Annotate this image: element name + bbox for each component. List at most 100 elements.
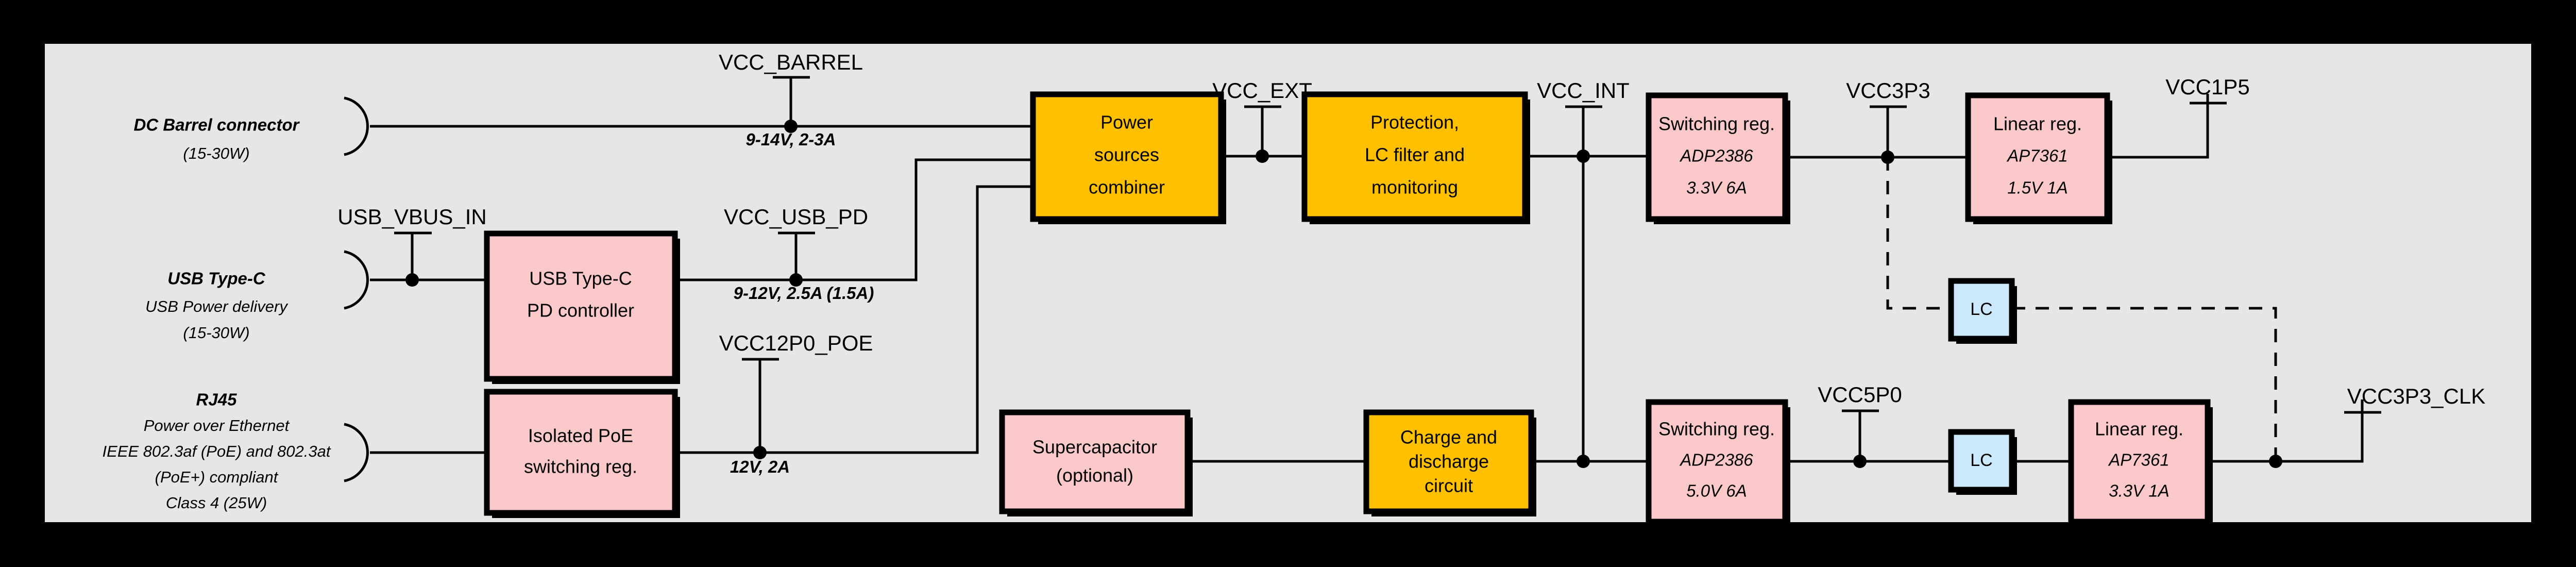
block-lc-filter-lower[interactable]: LC <box>1948 429 2017 495</box>
block-body <box>1363 409 1534 514</box>
block-body <box>1301 91 1528 222</box>
block-label-line-1: switching reg. <box>524 456 637 477</box>
junction-dot-vcc-usb-pd <box>789 273 803 287</box>
block-rating: 5.0V 6A <box>1686 481 1747 501</box>
source-subtitle-0: Power over Ethernet <box>144 416 290 435</box>
block-rating: 1.5V 1A <box>2007 178 2067 197</box>
junction-dot-vcc3p3 <box>1881 151 1894 164</box>
block-label-line-2: monitoring <box>1371 177 1458 198</box>
block-label-line-1: discharge <box>1409 451 1489 472</box>
connector-arc-rj45 <box>344 423 369 482</box>
block-body <box>2068 399 2211 525</box>
net-label-vcc-ext: VCC_EXT <box>1212 78 1312 103</box>
block-label-line-1: sources <box>1094 144 1159 165</box>
source-subtitle-1: IEEE 802.3af (PoE) and 802.3at <box>103 442 331 460</box>
source-subtitle-0: USB Power delivery <box>145 297 289 315</box>
block-label-line-0: Charge and <box>1400 427 1497 448</box>
net-label-vcc3p3: VCC3P3 <box>1846 78 1930 103</box>
block-body <box>1965 92 2110 222</box>
rating-vcc12p0-poe: 12V, 2A <box>730 457 790 476</box>
net-label-vcc-int: VCC_INT <box>1537 78 1630 103</box>
block-supercapacitor[interactable]: Supercapacitor (optional) <box>999 409 1193 516</box>
source-label-dc-barrel: DC Barrel connector (15-30W) <box>134 115 300 162</box>
wire-poe-to-combiner <box>675 185 1033 454</box>
block-part-number: ADP2386 <box>1679 451 1753 470</box>
rating-vcc-usb-pd: 9-12V, 2.5A (1.5A) <box>734 284 874 303</box>
block-label-line-0: Switching reg. <box>1658 113 1775 135</box>
block-switching-reg-5v0[interactable]: Switching reg. ADP2386 5.0V 6A <box>1646 399 1790 527</box>
net-label-usb-vbus-in: USB_VBUS_IN <box>337 205 486 229</box>
block-label-line-0: Switching reg. <box>1658 419 1775 440</box>
rating-vcc-barrel: 9-14V, 2-3A <box>746 130 836 149</box>
block-part-number: AP7361 <box>2108 451 2169 470</box>
block-label: LC <box>1970 451 1992 470</box>
block-body <box>1948 429 2015 493</box>
block-label-line-0: Linear reg. <box>1993 113 2082 135</box>
net-marker-bars <box>394 76 2381 414</box>
block-switching-reg-3v3[interactable]: Switching reg. ADP2386 3.3V 6A <box>1646 92 1790 224</box>
net-label-vcc3p3-clk: VCC3P3_CLK <box>2347 384 2485 408</box>
source-label-usb-type-c: USB Type-C USB Power delivery (15-30W) <box>145 269 289 342</box>
source-subtitle-2: (PoE+) compliant <box>155 468 279 486</box>
block-label: LC <box>1970 299 1992 319</box>
block-label-line-0: USB Type-C <box>529 268 632 289</box>
block-linear-reg-1v5[interactable]: Linear reg. AP7361 1.5V 1A <box>1965 92 2112 224</box>
junction-dot-vcc3p3-clk <box>2269 455 2282 468</box>
source-title: RJ45 <box>196 390 238 409</box>
junction-dot-vcc-int-top <box>1577 149 1590 163</box>
block-isolated-poe-reg[interactable]: Isolated PoE switching reg. <box>484 389 680 518</box>
dashed-vcc3p3-to-lcupper <box>1886 157 1951 310</box>
source-subtitle-3: Class 4 (25W) <box>166 494 267 512</box>
junction-dot-usb-vbus-in <box>405 273 419 287</box>
source-label-rj45: RJ45 Power over Ethernet IEEE 802.3af (P… <box>103 390 331 512</box>
block-label-line-2: circuit <box>1425 475 1473 496</box>
block-label-line-0: Isolated PoE <box>528 425 633 446</box>
block-label-line-0: Linear reg. <box>2095 419 2183 440</box>
junction-dots <box>405 120 2282 468</box>
net-label-vcc-usb-pd: VCC_USB_PD <box>724 205 868 229</box>
junction-dot-vcc-int-bottom <box>1577 455 1590 468</box>
block-label-line-2: combiner <box>1089 177 1165 198</box>
dashed-lcupper-to-clkrail <box>2012 307 2277 461</box>
block-body <box>1948 278 2015 342</box>
junction-dot-vcc12p0-poe <box>753 446 767 459</box>
source-title: USB Type-C <box>167 269 266 288</box>
source-subtitle-1: (15-30W) <box>183 324 249 342</box>
junction-dot-vcc-barrel <box>784 120 798 133</box>
connector-arc-dc-barrel <box>344 96 369 156</box>
junction-dot-vcc5p0 <box>1853 455 1867 468</box>
source-title: DC Barrel connector <box>134 115 300 135</box>
block-body <box>1646 399 1788 525</box>
block-label-line-1: PD controller <box>527 300 634 321</box>
block-usb-pd-controller[interactable]: USB Type-C PD controller <box>484 230 680 384</box>
connector-arc-usb-type-c <box>344 250 369 310</box>
block-lc-filter-upper[interactable]: LC <box>1948 278 2017 344</box>
block-body <box>999 409 1191 514</box>
dashed-wire-layer <box>1886 157 2277 461</box>
net-label-vcc5p0: VCC5P0 <box>1818 382 1902 407</box>
block-linear-reg-3v3[interactable]: Linear reg. AP7361 3.3V 1A <box>2068 399 2213 527</box>
block-power-sources-combiner[interactable]: Power sources combiner <box>1030 91 1226 224</box>
block-label-line-1: (optional) <box>1056 465 1133 486</box>
block-rating: 3.3V 1A <box>2109 481 2169 501</box>
block-protection-lc-filter[interactable]: Protection, LC filter and monitoring <box>1301 91 1530 224</box>
block-body <box>484 230 678 382</box>
net-label-vcc-barrel: VCC_BARREL <box>719 50 863 74</box>
block-part-number: ADP2386 <box>1679 146 1753 165</box>
block-label-line-0: Power <box>1100 112 1153 133</box>
connector-arcs <box>344 96 369 482</box>
block-part-number: AP7361 <box>2006 146 2067 165</box>
block-label-line-1: LC filter and <box>1365 144 1465 165</box>
block-body <box>1646 92 1788 222</box>
block-rating: 3.3V 6A <box>1686 178 1747 197</box>
block-body <box>1030 91 1224 222</box>
block-charge-discharge[interactable]: Charge and discharge circuit <box>1363 409 1536 516</box>
net-label-vcc12p0-poe: VCC12P0_POE <box>719 331 873 355</box>
block-body <box>484 389 678 516</box>
block-label-line-0: Protection, <box>1370 112 1459 133</box>
net-label-vcc1p5: VCC1P5 <box>2165 75 2249 99</box>
block-label-line-0: Supercapacitor <box>1032 437 1157 458</box>
source-subtitle-0: (15-30W) <box>183 144 249 162</box>
